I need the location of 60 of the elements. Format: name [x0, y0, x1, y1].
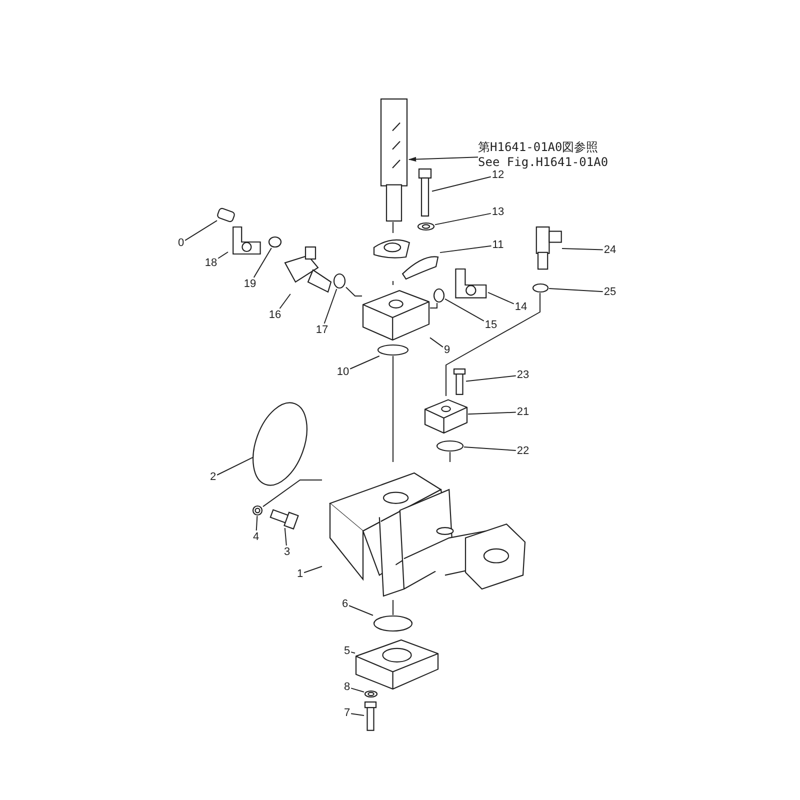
leader-line: [548, 288, 604, 292]
callout-number: 15: [484, 318, 498, 332]
assembly-line: [392, 356, 394, 462]
callout-number: 23: [516, 368, 530, 382]
leader-line: [256, 516, 258, 531]
callout-number: 14: [514, 300, 528, 314]
assembly-line: [392, 280, 394, 286]
callout-number: 22: [516, 444, 530, 458]
leader-line: [279, 294, 291, 309]
leader-line: [324, 288, 338, 324]
leader-line: [468, 412, 516, 415]
leader-line: [304, 566, 322, 574]
callout-number: 9: [442, 344, 452, 356]
assembly-line: [430, 302, 438, 308]
leader-line: [466, 375, 516, 382]
callout-number: 12: [490, 168, 506, 182]
leader-line: [350, 652, 356, 654]
reference-note-line: See Fig.H1641-01A0: [478, 155, 608, 170]
callout-number: 19: [242, 278, 258, 290]
assembly-line: [446, 292, 540, 396]
leader-line: [350, 688, 364, 692]
callout-number: 3: [282, 546, 292, 558]
leader-line: [184, 220, 218, 241]
leader-line: [432, 176, 492, 192]
callout-number: 2: [208, 470, 218, 484]
assembly-line: [392, 222, 394, 234]
callout-number: 10: [336, 366, 350, 378]
leader-line: [350, 713, 364, 716]
callout-number: 11: [491, 238, 505, 252]
callout-number: 6: [340, 598, 350, 610]
leader-line: [434, 212, 492, 226]
leader-line: [488, 292, 514, 304]
callout-number: 7: [342, 706, 352, 720]
reference-note-line: 第H1641-01A0図参照: [478, 140, 600, 155]
arrow: [408, 156, 478, 162]
leader-line: [562, 248, 604, 250]
callout-number: 18: [204, 256, 218, 270]
leader-line: [430, 337, 444, 348]
leader-line: [284, 528, 287, 546]
callout-number: 8: [342, 680, 352, 694]
assembly-line: [346, 286, 362, 296]
callout-number: 21: [516, 406, 530, 418]
leader-line: [348, 605, 374, 616]
leader-line: [218, 252, 228, 259]
assembly-line: [392, 600, 394, 616]
callout-number: 5: [342, 644, 352, 658]
leader-line: [440, 245, 492, 254]
callout-number: 24: [602, 244, 618, 256]
leader-line: [464, 446, 516, 451]
leader-line: [444, 298, 484, 322]
callout-number: 4: [252, 530, 260, 544]
leader-line: [350, 356, 380, 370]
leader-line: [253, 248, 272, 278]
callout-number: 13: [490, 206, 506, 218]
callout-number: 16: [268, 308, 282, 322]
callout-number: 0: [176, 236, 186, 250]
callout-number: 17: [314, 324, 330, 336]
callout-number: 25: [602, 286, 618, 298]
callout-number: 1: [296, 568, 304, 580]
assembly-line: [262, 480, 322, 508]
